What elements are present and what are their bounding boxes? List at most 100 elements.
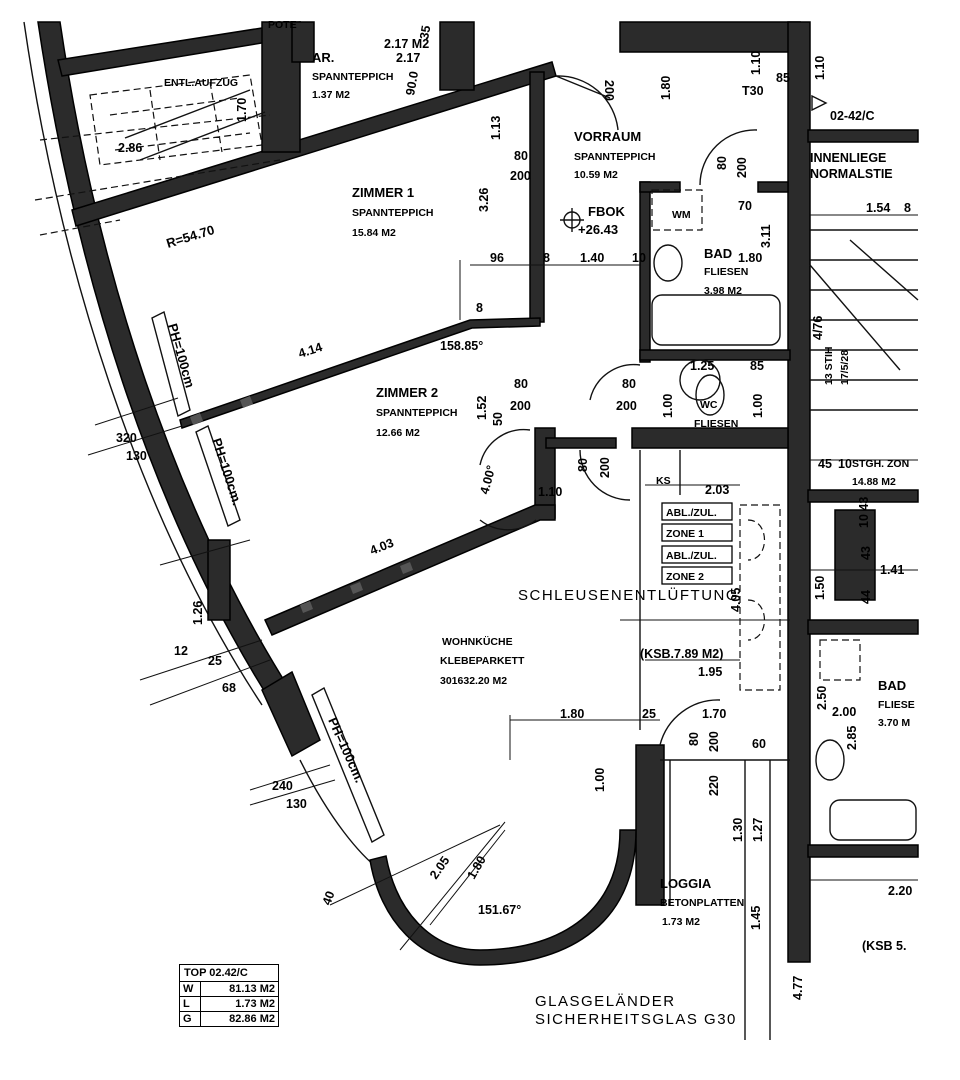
dim-200f: 200 [598, 457, 612, 478]
bad2-area: 3.70 M [878, 717, 910, 729]
wc-floor: FLIESEN [694, 418, 738, 430]
dim-1-26: 1.26 [191, 601, 205, 625]
stih-label: 13 STIH [823, 346, 835, 385]
bad-area: 3.98 M2 [704, 285, 742, 297]
stair-label-2: NORMALSTIE [810, 167, 893, 181]
dim-80e: 80 [576, 458, 590, 472]
dim-2-03: 2.03 [705, 483, 729, 497]
zimmer2-area: 12.66 M2 [376, 427, 420, 439]
dimension-texts: 2.17 35 90.0 200 1.80 1.10 85 1.10 1.13 … [116, 24, 912, 1000]
zimmer1-area: 15.84 M2 [352, 227, 396, 239]
ks-label: KS [656, 475, 671, 487]
loggia-area: 1.73 M2 [662, 916, 700, 928]
arrow-triangle-icon [811, 94, 828, 112]
wohnkueche-area: 301632.20 M2 [440, 675, 507, 687]
vorraum-area: 10.59 M2 [574, 169, 618, 181]
dim-96: 96 [490, 251, 504, 265]
dim-44: 44 [859, 590, 873, 604]
dim-8: 8 [543, 251, 550, 265]
dim-1-13: 1.13 [489, 116, 503, 140]
glas-label-1: GLASGELÄNDER [535, 993, 676, 1010]
dim-35: 35 [417, 24, 433, 40]
legend-row: W 81.13 M2 [180, 982, 278, 997]
dim-25b: 25 [642, 707, 656, 721]
dim-25: 25 [208, 654, 222, 668]
dim-1-80c: 1.80 [560, 707, 584, 721]
dim-1-70b: 1.70 [702, 707, 726, 721]
dim-12: 12 [174, 644, 188, 658]
legend-code: L [180, 997, 201, 1011]
dim-1-45: 1.45 [749, 906, 763, 930]
storage-room-walls [57, 21, 557, 227]
crosshair-icon [560, 208, 584, 232]
dim-1-80b: 1.80 [738, 251, 762, 265]
dim-2-85: 2.85 [845, 726, 859, 750]
legend-row: L 1.73 M2 [180, 997, 278, 1012]
dim-70: 70 [738, 199, 752, 213]
dim-80f: 80 [687, 732, 701, 746]
bad2-floor: FLIESE [878, 699, 915, 711]
dim-40: 40 [320, 889, 338, 907]
dim-80b: 80 [715, 156, 729, 170]
dim-1-00c: 1.00 [593, 768, 607, 792]
legend-code: G [180, 1012, 201, 1026]
dim-10b: 10 [838, 457, 852, 471]
legend-value: 1.73 M2 [235, 998, 275, 1010]
stair-label-1: INNENLIEGE [810, 151, 886, 165]
parapet-markers [151, 310, 385, 844]
stair-core [807, 129, 919, 858]
legend-title: TOP 02.42/C [180, 965, 278, 982]
dim-68: 68 [222, 681, 236, 695]
legend-row: G 82.86 M2 [180, 1012, 278, 1026]
dim-90: 90.0 [403, 70, 421, 96]
legend-value: 82.86 M2 [229, 1013, 275, 1025]
dim-4-14: 4.14 [297, 340, 325, 361]
bad-name: BAD [704, 246, 732, 261]
dim-1-70: 1.70 [235, 98, 249, 122]
t30-label: T30 [742, 84, 764, 98]
dim-1-40: 1.40 [580, 251, 604, 265]
ar-room-area: 2.17 M2 [384, 37, 429, 51]
dim-45: 45 [818, 457, 832, 471]
area-legend: TOP 02.42/C W 81.13 M2 L 1.73 M2 G 82.86… [179, 964, 279, 1027]
dim-1-95: 1.95 [698, 665, 722, 679]
angle-label-3: 4.00° [477, 464, 498, 496]
dim-85: 85 [776, 71, 790, 85]
dim-200b: 200 [510, 169, 531, 183]
dim-50: 50 [491, 412, 505, 426]
top-id-label: 02-42/C [830, 109, 874, 123]
wm-label: WM [672, 209, 691, 221]
dim-1-10: 1.10 [749, 51, 763, 75]
dimension-lines [87, 214, 918, 951]
dim-2-20: 2.20 [888, 884, 912, 898]
zimmer2-floor: SPANNTEPPICH [376, 407, 457, 419]
dim-3-26: 3.26 [477, 188, 491, 212]
fbok-label: FBOK [588, 204, 625, 219]
dim-8b: 8 [476, 301, 483, 315]
legend-code: W [180, 982, 201, 996]
room-labels: AR. SPANNTEPPICH 2.17 M2 1.37 M2 ENTL.AU… [164, 19, 915, 928]
vorraum-name: VORRAUM [574, 129, 641, 144]
schleuse-label: SCHLEUSENENTLÜFTUNG [518, 586, 739, 604]
fbok-value: +26.43 [578, 222, 618, 237]
dim-1-10b: 1.10 [813, 56, 827, 80]
dim-2-50: 2.50 [815, 686, 829, 710]
dim-10: 10 [632, 251, 646, 265]
stair-dim-2: 8 [904, 201, 911, 215]
bad-floor: FLIESEN [704, 266, 748, 278]
railing-lines [660, 759, 790, 1040]
dim-1-80d: 1.80 [464, 853, 488, 881]
bad2-name: BAD [878, 678, 906, 693]
dim-80d: 80 [622, 377, 636, 391]
zone-box-1: ABL./ZUL. [666, 507, 717, 519]
dim-2-00: 2.00 [832, 705, 856, 719]
angle-label-2: 151.67° [478, 903, 521, 917]
dim-43: 43 [859, 546, 873, 560]
dim-1-50: 1.50 [813, 576, 827, 600]
ar-room-name: AR. [312, 50, 334, 65]
dim-4-05: 4.05 [729, 588, 743, 612]
dim-85b: 85 [750, 359, 764, 373]
wohnkueche-name: WOHNKÜCHE [442, 635, 513, 648]
dim-240: 240 [272, 779, 293, 793]
wc-name: WC [700, 399, 718, 411]
